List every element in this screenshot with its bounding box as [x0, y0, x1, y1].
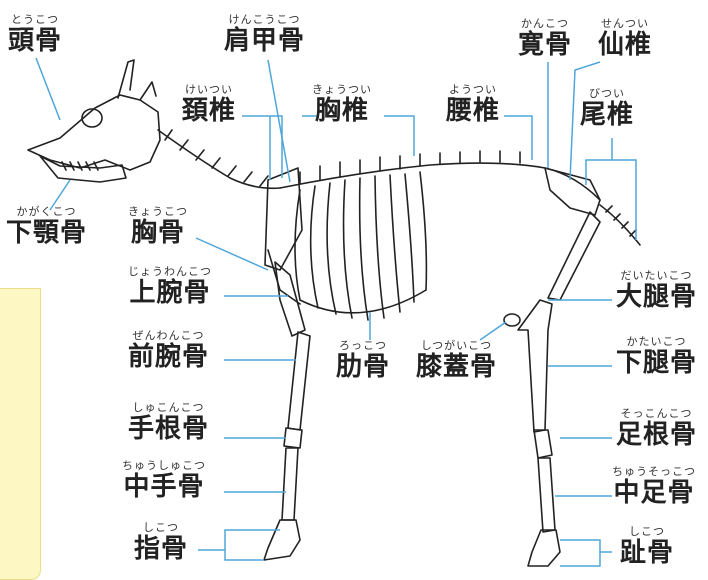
- label-sacrum-hip-ruby: かんこつ: [518, 18, 572, 29]
- label-tibia-name: 下腿骨: [616, 350, 697, 376]
- label-caudal-name: 尾椎: [580, 102, 634, 128]
- label-radius: ぜんわんこつ 前腕骨: [128, 330, 209, 370]
- leader-phalanx-hind: [560, 540, 612, 566]
- leader-caudal: [586, 138, 636, 240]
- label-tarsal-ruby: そっこんこつ: [616, 408, 697, 419]
- label-metatarsal-ruby: ちゅうそっこつ: [612, 466, 696, 477]
- label-metacarpal: ちゅうしゅこつ 中手骨: [122, 460, 206, 500]
- leader-scapula: [268, 60, 290, 182]
- label-tarsal-name: 足根骨: [616, 422, 697, 448]
- label-sternum-ruby: きょうこつ: [128, 206, 188, 217]
- skull-outline: [28, 95, 160, 170]
- label-radius-ruby: ぜんわんこつ: [128, 330, 209, 341]
- label-sacrum-hip-name: 寛骨: [518, 32, 572, 58]
- label-scapula-name: 肩甲骨: [224, 28, 305, 54]
- label-thoracic-name: 胸椎: [312, 98, 372, 124]
- label-sacrum-hip: かんこつ 寛骨: [518, 18, 572, 58]
- label-sternum: きょうこつ 胸骨: [128, 206, 188, 246]
- ear: [140, 82, 156, 100]
- patella: [504, 314, 520, 326]
- metatarsal: [538, 458, 555, 532]
- front-hoof: [264, 520, 300, 560]
- label-tarsal: そっこんこつ 足根骨: [616, 408, 697, 448]
- label-thoracic: きょうつい 胸椎: [312, 84, 372, 124]
- tarsal: [534, 430, 552, 458]
- label-skull: とうこつ 頭骨: [8, 14, 62, 54]
- femur: [548, 212, 600, 300]
- label-metatarsal-name: 中足骨: [612, 480, 696, 506]
- label-humerus: じょうわんこつ 上腕骨: [128, 266, 212, 306]
- label-tibia-ruby: かたいこつ: [616, 336, 697, 347]
- label-scapula-ruby: けんこうこつ: [224, 14, 305, 25]
- label-carpal-ruby: しゅこんこつ: [128, 402, 209, 413]
- label-femur-ruby: だいたいこつ: [616, 270, 697, 281]
- mandible-outline: [40, 156, 126, 182]
- label-sacrum-name: 仙椎: [598, 32, 652, 58]
- tibia: [518, 300, 552, 432]
- label-carpal-name: 手根骨: [128, 416, 209, 442]
- spine: [280, 163, 600, 200]
- label-lumbar-name: 腰椎: [446, 98, 500, 124]
- label-sacrum-ruby: せんつい: [598, 18, 652, 29]
- carpal: [284, 428, 302, 448]
- label-tibia: かたいこつ 下腿骨: [616, 336, 697, 376]
- label-metatarsal: ちゅうそっこつ 中足骨: [612, 466, 696, 506]
- rib-cage: [295, 172, 426, 320]
- label-phalanx-front-name: 指骨: [134, 536, 188, 562]
- label-mandible-ruby: かがくこつ: [6, 206, 87, 217]
- leader-phalanx-front: [198, 530, 280, 560]
- radius: [288, 332, 310, 430]
- label-skull-name: 頭骨: [8, 28, 62, 54]
- label-phalanx-front: しこつ 指骨: [134, 522, 188, 562]
- horn: [118, 60, 134, 98]
- metacarpal: [282, 448, 298, 520]
- hind-hoof: [528, 530, 560, 566]
- leader-lumbar: [504, 116, 532, 160]
- label-femur-name: 大腿骨: [616, 284, 697, 310]
- label-radius-name: 前腕骨: [128, 344, 209, 370]
- label-metacarpal-ruby: ちゅうしゅこつ: [122, 460, 206, 471]
- leader-cervical: [242, 116, 282, 180]
- label-rib-ruby: ろっこつ: [336, 340, 390, 351]
- label-mandible: かがくこつ 下顎骨: [6, 206, 87, 246]
- label-phalanx-hind-ruby: しこつ: [620, 526, 674, 537]
- label-cervical-name: 頚椎: [182, 98, 236, 124]
- label-caudal: びつい 尾椎: [580, 88, 634, 128]
- label-skull-ruby: とうこつ: [8, 14, 62, 25]
- label-patella-ruby: しつがいこつ: [416, 340, 497, 351]
- label-sacrum: せんつい 仙椎: [598, 18, 652, 58]
- label-rib-name: 肋骨: [336, 354, 390, 380]
- label-phalanx-hind-name: 趾骨: [620, 540, 674, 566]
- label-carpal: しゅこんこつ 手根骨: [128, 402, 209, 442]
- label-metacarpal-name: 中手骨: [122, 474, 206, 500]
- label-cervical-ruby: けいつい: [182, 84, 236, 95]
- label-cervical: けいつい 頚椎: [182, 84, 236, 124]
- label-humerus-ruby: じょうわんこつ: [128, 266, 212, 277]
- leader-skull: [36, 58, 60, 120]
- label-rib: ろっこつ 肋骨: [336, 340, 390, 380]
- eye-socket: [82, 109, 102, 127]
- label-scapula: けんこうこつ 肩甲骨: [224, 14, 305, 54]
- label-phalanx-hind: しこつ 趾骨: [620, 526, 674, 566]
- label-humerus-name: 上腕骨: [128, 280, 212, 306]
- label-thoracic-ruby: きょうつい: [312, 84, 372, 95]
- label-sternum-name: 胸骨: [128, 220, 188, 246]
- label-phalanx-front-ruby: しこつ: [134, 522, 188, 533]
- label-mandible-name: 下顎骨: [6, 220, 87, 246]
- label-lumbar: ようつい 腰椎: [446, 84, 500, 124]
- label-femur: だいたいこつ 大腿骨: [616, 270, 697, 310]
- leader-patella: [480, 322, 506, 340]
- label-patella-name: 膝蓋骨: [416, 354, 497, 380]
- label-lumbar-ruby: ようつい: [446, 84, 500, 95]
- label-caudal-ruby: びつい: [580, 88, 634, 99]
- label-patella: しつがいこつ 膝蓋骨: [416, 340, 497, 380]
